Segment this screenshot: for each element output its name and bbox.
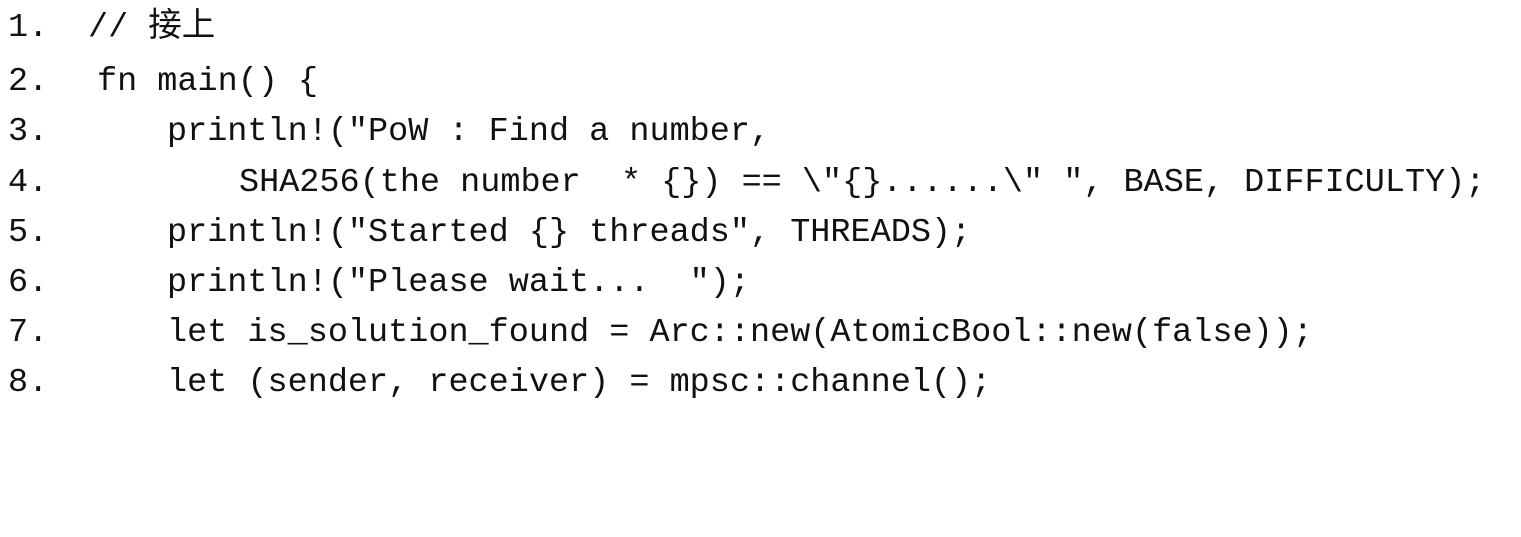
code-line: 2. fn main() { [0, 60, 318, 104]
code-line: 8. let (sender, receiver) = mpsc::channe… [0, 361, 991, 405]
code-text: println!("Started {} threads", THREADS); [167, 214, 972, 252]
code-line: 4. SHA256(the number * {}) == \"{}......… [0, 161, 1485, 205]
line-number: 6. [8, 264, 49, 302]
code-text: // 接上 [88, 9, 216, 47]
code-line: 3. println!("PoW : Find a number, [0, 110, 770, 154]
code-text: println!("PoW : Find a number, [167, 113, 771, 151]
line-number: 3. [8, 113, 49, 151]
code-text: println!("Please wait... "); [167, 264, 750, 302]
code-line: 5. println!("Started {} threads", THREAD… [0, 211, 971, 255]
line-number: 8. [8, 364, 49, 402]
code-line: 7. let is_solution_found = Arc::new(Atom… [0, 311, 1313, 355]
line-number: 1. [8, 9, 49, 47]
code-text: let is_solution_found = Arc::new(AtomicB… [167, 314, 1313, 352]
line-number: 4. [8, 164, 49, 202]
line-number: 5. [8, 214, 49, 252]
code-line: 6. println!("Please wait... "); [0, 261, 750, 305]
code-line: 1. // 接上 [0, 6, 215, 50]
code-text: fn main() { [97, 63, 319, 101]
line-number: 7. [8, 314, 49, 352]
line-number: 2. [8, 63, 49, 101]
code-text: SHA256(the number * {}) == \"{}......\" … [239, 164, 1486, 202]
code-text: let (sender, receiver) = mpsc::channel()… [167, 364, 992, 402]
